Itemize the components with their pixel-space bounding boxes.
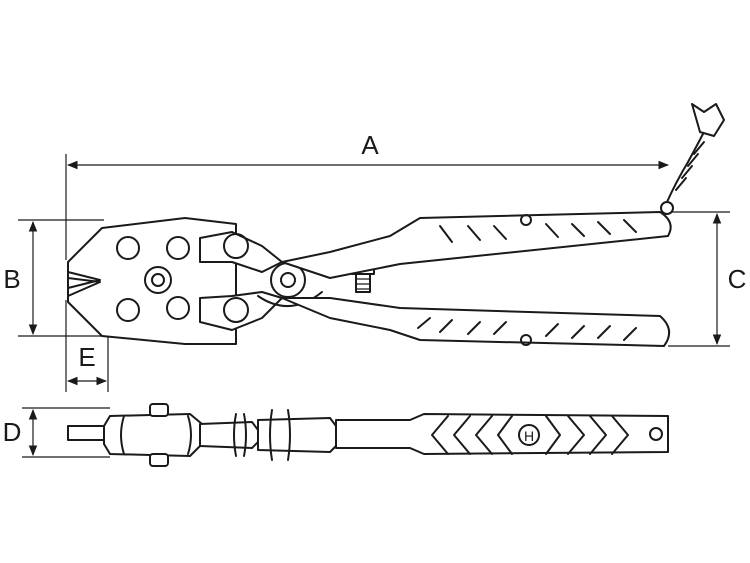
jaw-cutting-edge	[67, 271, 101, 297]
dimension-c-label: C	[728, 264, 747, 294]
center-pivot-inner	[151, 273, 165, 287]
lower-handle	[281, 297, 671, 347]
jaw-bolt-upper-right	[166, 236, 190, 260]
bottom-grip-chevrons: H	[431, 415, 629, 455]
lanyard-tip	[691, 103, 725, 137]
emblem-letter: H	[524, 428, 534, 444]
link-pivot-lower	[223, 297, 249, 323]
dimension-e-label: E	[78, 342, 95, 372]
center-pivot-outer	[144, 266, 172, 294]
upper-handle	[281, 211, 672, 279]
bottom-bolt-bottom	[149, 453, 169, 467]
jaw-bolt-lower-right	[166, 296, 190, 320]
bottom-jaw-body	[103, 413, 203, 457]
dimension-d-label: D	[3, 417, 22, 447]
bottom-bolt-top	[149, 403, 169, 417]
lanyard-hole	[660, 201, 674, 215]
dimension-lines: A B C E D	[3, 130, 747, 458]
link-arm-lower	[199, 291, 283, 331]
pivot-arc	[257, 291, 323, 308]
jaw-bolt-lower	[116, 298, 140, 322]
link-pivot-upper	[223, 233, 249, 259]
lanyard-cord	[666, 127, 707, 203]
bottom-link	[199, 421, 259, 449]
bottom-lanyard-hole	[649, 427, 663, 441]
lower-grip-ridges	[417, 317, 637, 346]
dimension-b-label: B	[3, 264, 20, 294]
dimension-a-label: A	[361, 130, 379, 160]
side-view	[67, 103, 725, 347]
upper-grip-ridges	[439, 214, 637, 243]
bottom-view: H	[67, 403, 669, 467]
bottom-handle	[335, 413, 669, 455]
main-pivot-inner	[280, 272, 296, 288]
jaw-bolt-upper	[116, 236, 140, 260]
